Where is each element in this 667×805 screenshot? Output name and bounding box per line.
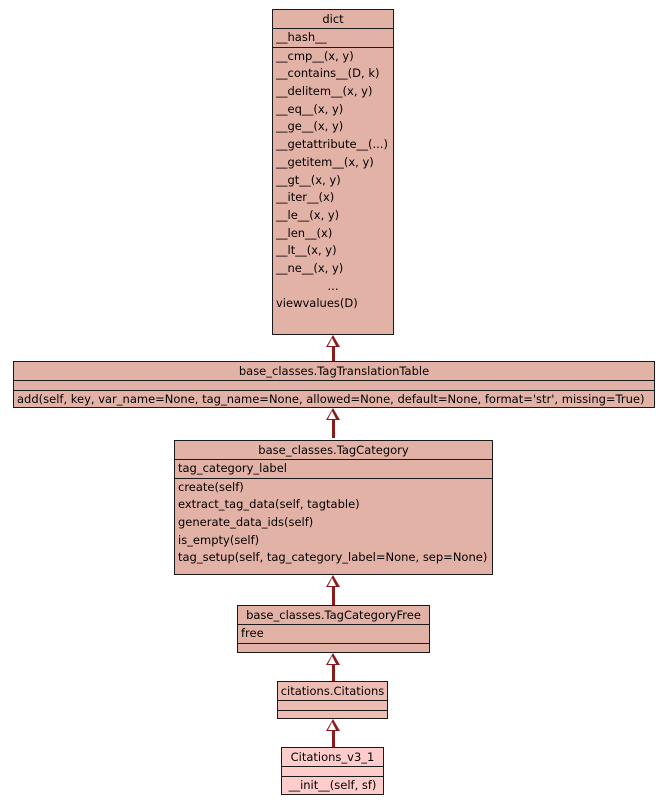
method-row: add(self, key, var_name=None, tag_name=N… <box>17 392 645 406</box>
attributes-compartment: tag_category_label <box>175 459 492 478</box>
method-row: __delitem__(x, y) <box>276 84 373 99</box>
class-name-compartment: Citations_v3_1 <box>282 748 383 766</box>
class-box-tag-translation-table[interactable]: base_classes.TagTranslationTable add(sel… <box>13 361 655 408</box>
empty-attributes-row <box>14 381 654 390</box>
attributes-compartment: __hash__ <box>273 28 393 47</box>
method-row: __cmp__(x, y) <box>276 48 354 63</box>
class-title-dict: dict <box>322 12 344 26</box>
class-box-dict[interactable]: dict __hash__ __cmp__(x, y) __contains__… <box>272 9 394 335</box>
methods-compartment: __init__(self, sf) <box>282 776 383 795</box>
attributes-compartment <box>282 766 383 776</box>
method-row: __le__(x, y) <box>276 207 340 222</box>
method-row: tag_setup(self, tag_category_label=None,… <box>178 550 488 565</box>
empty-methods-row <box>278 711 387 720</box>
class-box-tag-category[interactable]: base_classes.TagCategory tag_category_la… <box>174 440 493 575</box>
methods-compartment: __cmp__(x, y) __contains__(D, k) __delit… <box>273 46 393 313</box>
method-row: __getattribute__(...) <box>276 137 388 152</box>
class-name-compartment: base_classes.TagCategory <box>175 441 492 459</box>
generalization-arrowhead <box>326 653 340 665</box>
generalization-arrowhead <box>326 408 340 420</box>
generalization-edge-line <box>331 731 335 747</box>
method-row: __lt__(x, y) <box>276 243 337 258</box>
generalization-edge-line <box>331 347 335 361</box>
class-title-tag-category-free: base_classes.TagCategoryFree <box>246 608 421 622</box>
attribute-row: tag_category_label <box>178 461 287 475</box>
empty-methods-row <box>238 644 429 653</box>
attributes-compartment: free <box>238 624 429 643</box>
method-row: viewvalues(D) <box>276 296 358 311</box>
class-box-citations-v3-1[interactable]: Citations_v3_1 __init__(self, sf) <box>281 747 384 795</box>
method-row-ellipsis: ... <box>327 278 339 293</box>
class-title-citations-v3-1: Citations_v3_1 <box>290 750 375 764</box>
method-row: generate_data_ids(self) <box>178 515 314 530</box>
method-row: __init__(self, sf) <box>288 778 377 792</box>
class-title-citations: citations.Citations <box>280 684 385 698</box>
method-row: extract_tag_data(self, tagtable) <box>178 497 360 512</box>
class-box-tag-category-free[interactable]: base_classes.TagCategoryFree free <box>237 605 430 653</box>
generalization-arrowhead <box>326 719 340 731</box>
methods-compartment: add(self, key, var_name=None, tag_name=N… <box>14 390 654 409</box>
class-name-compartment: citations.Citations <box>278 682 387 700</box>
methods-compartment <box>238 642 429 653</box>
generalization-arrowhead <box>326 335 340 347</box>
attributes-compartment <box>14 380 654 390</box>
empty-attributes-row <box>278 701 387 710</box>
method-row: is_empty(self) <box>178 532 260 547</box>
method-row: __gt__(x, y) <box>276 172 341 187</box>
generalization-edge-line <box>331 665 335 681</box>
method-row: create(self) <box>178 479 244 494</box>
class-name-compartment: base_classes.TagTranslationTable <box>14 362 654 380</box>
attribute-row: free <box>241 626 264 640</box>
class-name-compartment: base_classes.TagCategoryFree <box>238 606 429 624</box>
class-title-tag-translation-table: base_classes.TagTranslationTable <box>238 364 430 378</box>
method-row: __iter__(x) <box>276 190 335 205</box>
methods-compartment <box>278 710 387 720</box>
class-box-citations[interactable]: citations.Citations <box>277 681 388 719</box>
attribute-row: __hash__ <box>276 30 327 44</box>
generalization-edge-line <box>331 587 335 605</box>
method-row: __ge__(x, y) <box>276 119 344 134</box>
class-name-compartment: dict <box>273 10 393 28</box>
empty-attributes-row <box>282 767 383 776</box>
attributes-compartment <box>278 700 387 710</box>
method-row: __contains__(D, k) <box>276 66 380 81</box>
class-title-tag-category: base_classes.TagCategory <box>258 443 409 457</box>
method-row: __getitem__(x, y) <box>276 154 374 169</box>
generalization-edge-line <box>331 420 335 438</box>
method-row: __len__(x) <box>276 225 333 240</box>
method-row: __ne__(x, y) <box>276 260 344 275</box>
methods-compartment: create(self) extract_tag_data(self, tagt… <box>175 477 492 567</box>
generalization-arrowhead <box>326 575 340 587</box>
method-row: __eq__(x, y) <box>276 101 344 116</box>
